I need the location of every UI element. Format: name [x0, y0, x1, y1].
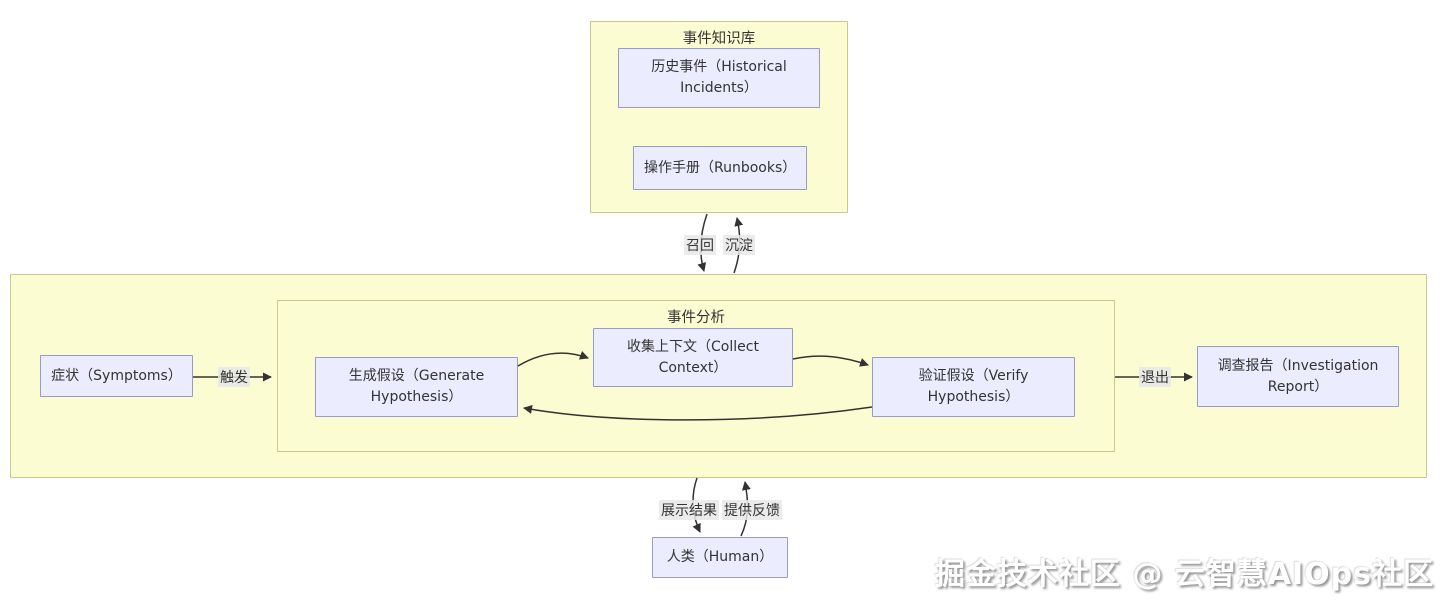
edge-label-deposit: 沉淀 — [723, 235, 755, 255]
node-symptoms: 症状（Symptoms） — [40, 355, 193, 397]
node-collect-context: 收集上下文（Collect Context） — [593, 328, 793, 387]
edge-label-show-results: 展示结果 — [659, 500, 719, 520]
edge-label-provide-feedback: 提供反馈 — [722, 500, 782, 520]
node-runbooks: 操作手册（Runbooks） — [633, 146, 807, 190]
node-human: 人类（Human） — [652, 537, 788, 578]
edge-label-recall: 召回 — [684, 235, 716, 255]
node-generate-hypothesis: 生成假设（Generate Hypothesis） — [315, 357, 518, 417]
watermark: 掘金技术社区 @ 云智慧AIOps社区 — [934, 557, 1434, 592]
edge-label-exit: 退出 — [1139, 367, 1171, 387]
node-investigation-report: 调查报告（Investigation Report） — [1197, 346, 1399, 407]
cluster-incident-analysis-title: 事件分析 — [667, 310, 725, 326]
node-verify-hypothesis: 验证假设（Verify Hypothesis） — [872, 357, 1075, 417]
edge-label-trigger: 触发 — [218, 367, 250, 387]
node-historical-incidents: 历史事件（Historical Incidents） — [618, 48, 820, 108]
cluster-knowledge-base-title: 事件知识库 — [682, 31, 756, 47]
